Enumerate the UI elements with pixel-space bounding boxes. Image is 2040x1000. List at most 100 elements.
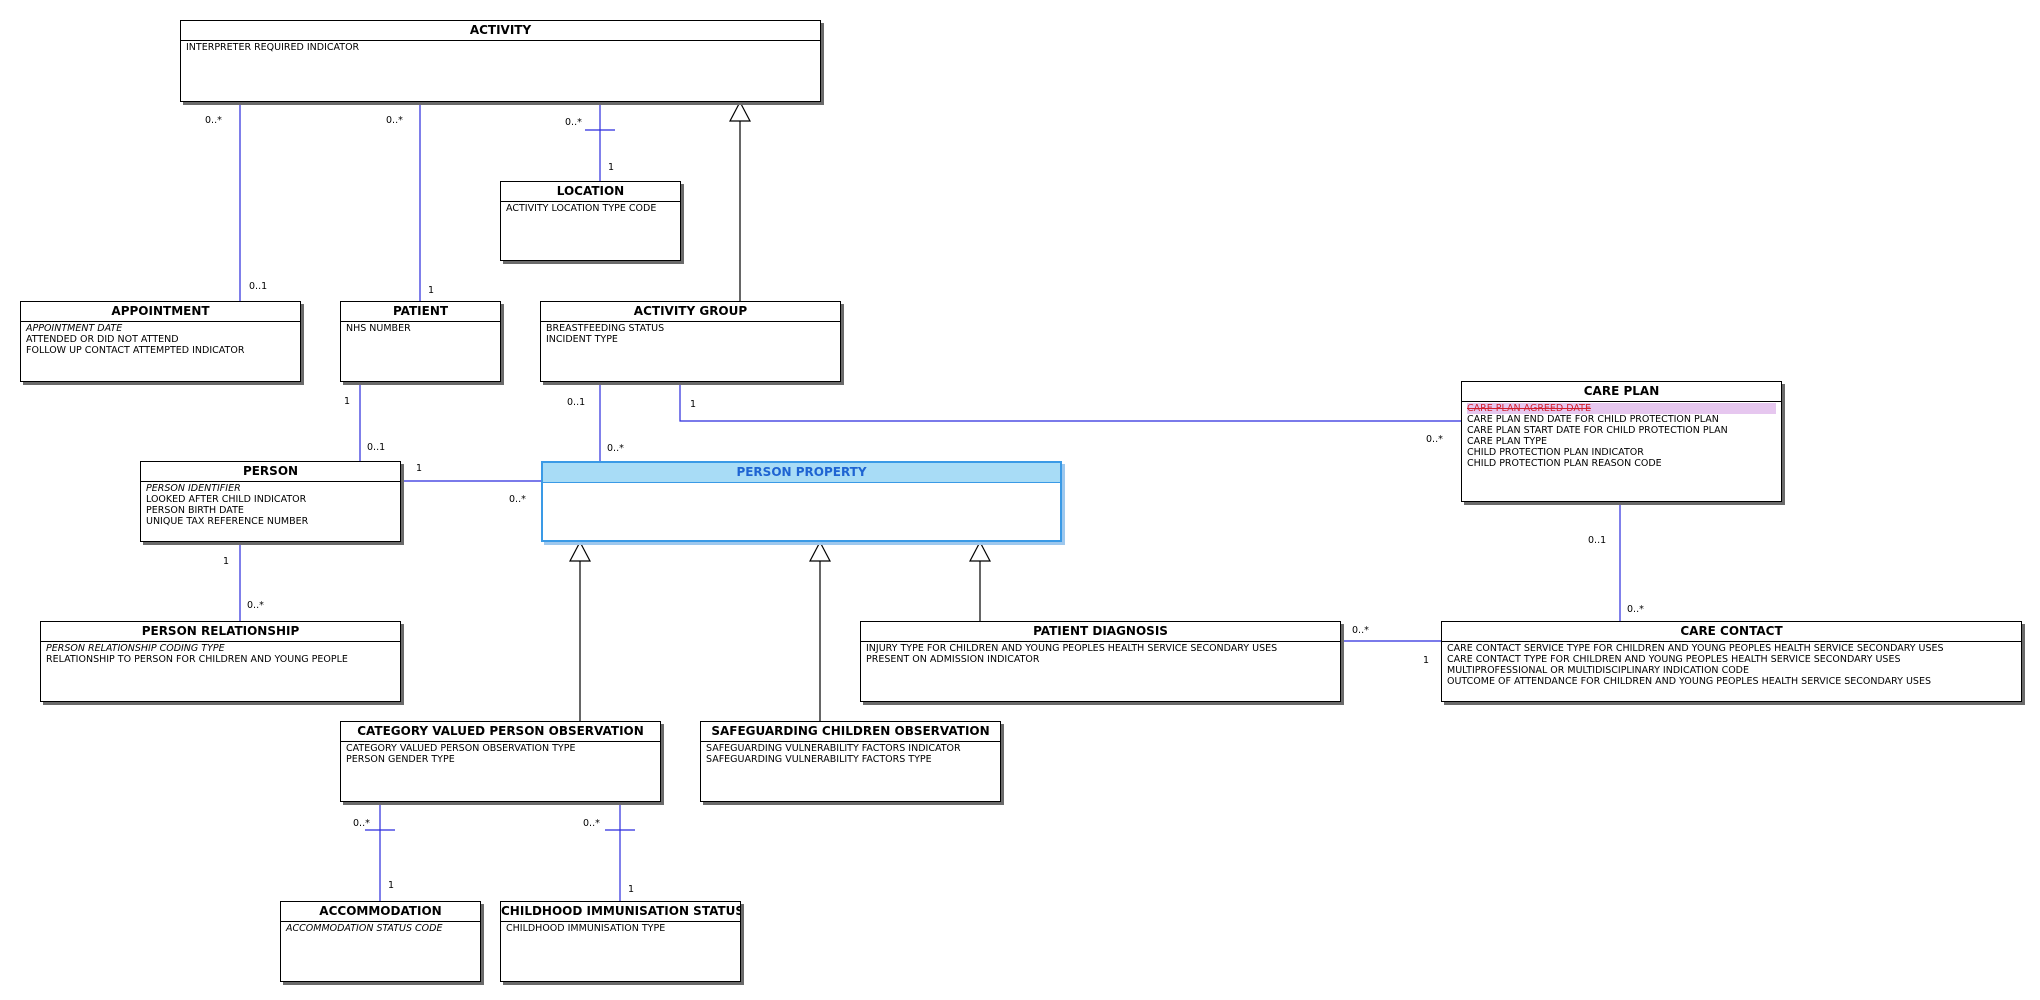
entity-patient[interactable]: PATIENT NHS NUMBER bbox=[340, 301, 501, 382]
entity-care-contact[interactable]: CARE CONTACT CARE CONTACT SERVICE TYPE F… bbox=[1441, 621, 2022, 702]
entity-care-plan[interactable]: CARE PLAN CARE PLAN AGREED DATE CARE PLA… bbox=[1461, 381, 1782, 502]
entity-person-property[interactable]: PERSON PROPERTY bbox=[541, 461, 1062, 542]
multiplicity-label: 0..1 bbox=[1588, 535, 1607, 546]
entity-person[interactable]: PERSON PERSON IDENTIFIER LOOKED AFTER CH… bbox=[140, 461, 401, 542]
entity-accommodation[interactable]: ACCOMMODATION ACCOMMODATION STATUS CODE bbox=[280, 901, 481, 982]
entity-title: CATEGORY VALUED PERSON OBSERVATION bbox=[341, 722, 660, 742]
multiplicity-label: 1 bbox=[223, 556, 230, 567]
entity-category-valued-person-observation[interactable]: CATEGORY VALUED PERSON OBSERVATION CATEG… bbox=[340, 721, 661, 802]
attribute: APPOINTMENT DATE bbox=[26, 323, 123, 334]
multiplicity-label: 0..1 bbox=[249, 281, 268, 292]
attribute: CARE CONTACT SERVICE TYPE FOR CHILDREN A… bbox=[1447, 643, 1944, 654]
attribute: CHILD PROTECTION PLAN REASON CODE bbox=[1467, 458, 1662, 469]
attribute: CARE PLAN END DATE FOR CHILD PROTECTION … bbox=[1467, 414, 1719, 425]
attribute-list: PERSON RELATIONSHIP CODING TYPE RELATION… bbox=[41, 642, 400, 665]
attribute: PERSON IDENTIFIER bbox=[146, 483, 241, 494]
multiplicity-label: 0..* bbox=[247, 600, 264, 611]
attribute-list: CARE PLAN AGREED DATE CARE PLAN END DATE… bbox=[1462, 402, 1781, 469]
attribute: RELATIONSHIP TO PERSON FOR CHILDREN AND … bbox=[46, 654, 348, 665]
attribute: CARE CONTACT TYPE FOR CHILDREN AND YOUNG… bbox=[1447, 654, 1901, 665]
entity-activity[interactable]: ACTIVITY INTERPRETER REQUIRED INDICATOR bbox=[180, 20, 821, 102]
attribute: MULTIPROFESSIONAL OR MULTIDISCIPLINARY I… bbox=[1447, 665, 1749, 676]
attribute-list: NHS NUMBER bbox=[341, 322, 500, 334]
attribute: SAFEGUARDING VULNERABILITY FACTORS INDIC… bbox=[706, 743, 961, 754]
entity-title: CHILDHOOD IMMUNISATION STATUS bbox=[501, 902, 740, 922]
attribute: FOLLOW UP CONTACT ATTEMPTED INDICATOR bbox=[26, 345, 245, 356]
entity-appointment[interactable]: APPOINTMENT APPOINTMENT DATE ATTENDED OR… bbox=[20, 301, 301, 382]
attribute-list: INJURY TYPE FOR CHILDREN AND YOUNG PEOPL… bbox=[861, 642, 1340, 665]
attribute: INTERPRETER REQUIRED INDICATOR bbox=[186, 42, 360, 53]
attribute-list: BREASTFEEDING STATUS INCIDENT TYPE bbox=[541, 322, 840, 345]
association-lines bbox=[239, 102, 1621, 901]
multiplicity-label: 0..* bbox=[583, 818, 600, 829]
multiplicity-label: 0..* bbox=[1627, 604, 1644, 615]
multiplicity-label: 0..* bbox=[205, 115, 222, 126]
entity-childhood-immunisation-status[interactable]: CHILDHOOD IMMUNISATION STATUS CHILDHOOD … bbox=[500, 901, 741, 982]
gen-arrowhead-personproperty-2 bbox=[809, 540, 831, 562]
attribute: INJURY TYPE FOR CHILDREN AND YOUNG PEOPL… bbox=[866, 643, 1278, 654]
multiplicity-label: 0..* bbox=[353, 818, 370, 829]
multiplicity-label: 0..* bbox=[1426, 434, 1443, 445]
attribute-list: ACCOMMODATION STATUS CODE bbox=[281, 922, 480, 934]
attribute: CHILD PROTECTION PLAN INDICATOR bbox=[1467, 447, 1644, 458]
attribute: PERSON GENDER TYPE bbox=[346, 754, 455, 765]
multiplicity-label: 1 bbox=[416, 463, 423, 474]
entity-title: APPOINTMENT bbox=[21, 302, 300, 322]
multiplicity-label: 1 bbox=[690, 399, 697, 410]
attribute-list: APPOINTMENT DATE ATTENDED OR DID NOT ATT… bbox=[21, 322, 300, 356]
entity-title: SAFEGUARDING CHILDREN OBSERVATION bbox=[701, 722, 1000, 742]
attribute: PRESENT ON ADMISSION INDICATOR bbox=[866, 654, 1040, 665]
attribute: LOOKED AFTER CHILD INDICATOR bbox=[146, 494, 307, 505]
entity-title: PATIENT bbox=[341, 302, 500, 322]
attribute: ATTENDED OR DID NOT ATTEND bbox=[26, 334, 179, 345]
entity-title: PERSON bbox=[141, 462, 400, 482]
multiplicity-label: 0..* bbox=[1352, 625, 1369, 636]
attribute: PERSON RELATIONSHIP CODING TYPE bbox=[46, 643, 225, 654]
entity-person-relationship[interactable]: PERSON RELATIONSHIP PERSON RELATIONSHIP … bbox=[40, 621, 401, 702]
attribute-list: CHILDHOOD IMMUNISATION TYPE bbox=[501, 922, 740, 934]
assoc-activitygroup-careplan[interactable] bbox=[679, 382, 1462, 422]
multiplicity-label: 1 bbox=[428, 285, 435, 296]
entity-title: ACTIVITY GROUP bbox=[541, 302, 840, 322]
attribute: PERSON BIRTH DATE bbox=[146, 505, 244, 516]
attribute-list: ACTIVITY LOCATION TYPE CODE bbox=[501, 202, 680, 214]
multiplicity-label: 0..* bbox=[607, 443, 624, 454]
entity-title: PERSON PROPERTY bbox=[543, 463, 1060, 483]
attribute: BREASTFEEDING STATUS bbox=[546, 323, 665, 334]
entity-title: PATIENT DIAGNOSIS bbox=[861, 622, 1340, 642]
multiplicity-label: 0..* bbox=[509, 494, 526, 505]
entity-patient-diagnosis[interactable]: PATIENT DIAGNOSIS INJURY TYPE FOR CHILDR… bbox=[860, 621, 1341, 702]
multiplicity-label: 0..1 bbox=[567, 397, 586, 408]
entity-title: PERSON RELATIONSHIP bbox=[41, 622, 400, 642]
attribute: ACCOMMODATION STATUS CODE bbox=[286, 923, 443, 934]
attribute: INCIDENT TYPE bbox=[546, 334, 618, 345]
attribute-list: PERSON IDENTIFIER LOOKED AFTER CHILD IND… bbox=[141, 482, 400, 527]
multiplicity-label: 0..* bbox=[386, 115, 403, 126]
attribute: CARE PLAN START DATE FOR CHILD PROTECTIO… bbox=[1467, 425, 1728, 436]
entity-title: CARE CONTACT bbox=[1442, 622, 2021, 642]
gen-arrowhead-personproperty-3 bbox=[969, 540, 991, 562]
attribute-list: INTERPRETER REQUIRED INDICATOR bbox=[181, 41, 820, 53]
attribute-list: SAFEGUARDING VULNERABILITY FACTORS INDIC… bbox=[701, 742, 1000, 765]
attribute: ACTIVITY LOCATION TYPE CODE bbox=[506, 203, 657, 214]
entity-activity-group[interactable]: ACTIVITY GROUP BREASTFEEDING STATUS INCI… bbox=[540, 301, 841, 382]
attribute: CATEGORY VALUED PERSON OBSERVATION TYPE bbox=[346, 743, 576, 754]
gen-arrowhead-activity bbox=[729, 100, 751, 122]
attribute-deprecated: CARE PLAN AGREED DATE bbox=[1467, 403, 1776, 414]
entity-location[interactable]: LOCATION ACTIVITY LOCATION TYPE CODE bbox=[500, 181, 681, 261]
attribute: UNIQUE TAX REFERENCE NUMBER bbox=[146, 516, 309, 527]
entity-title: ACTIVITY bbox=[181, 21, 820, 41]
attribute: CHILDHOOD IMMUNISATION TYPE bbox=[506, 923, 666, 934]
entity-title: LOCATION bbox=[501, 182, 680, 202]
entity-safeguarding-children-observation[interactable]: SAFEGUARDING CHILDREN OBSERVATION SAFEGU… bbox=[700, 721, 1001, 802]
multiplicity-label: 1 bbox=[608, 162, 615, 173]
multiplicity-label: 0..1 bbox=[367, 442, 386, 453]
generalization-lines bbox=[569, 100, 991, 721]
attribute-list: CARE CONTACT SERVICE TYPE FOR CHILDREN A… bbox=[1442, 642, 2021, 687]
multiplicity-label: 0..* bbox=[565, 117, 582, 128]
multiplicity-label: 1 bbox=[344, 396, 351, 407]
attribute: SAFEGUARDING VULNERABILITY FACTORS TYPE bbox=[706, 754, 932, 765]
multiplicity-label: 1 bbox=[1423, 655, 1430, 666]
attribute: NHS NUMBER bbox=[346, 323, 411, 334]
